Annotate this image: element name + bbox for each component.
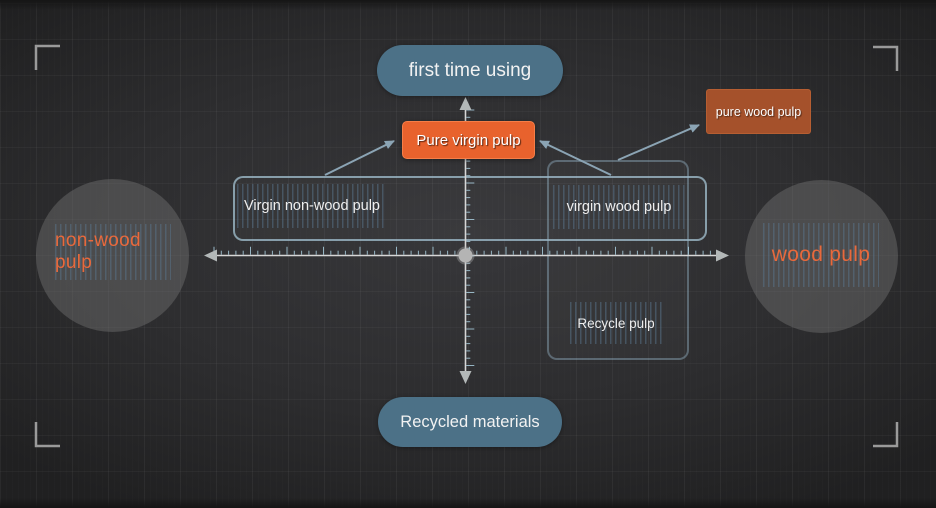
crop-mark-bottom-right	[873, 422, 899, 448]
crop-mark-top-right	[873, 45, 899, 71]
recycle-pulp-label: Recycle pulp	[577, 315, 655, 331]
axis-arrowhead-right	[716, 249, 729, 262]
non-wood-pulp-label: non-wood pulp	[55, 230, 141, 273]
virgin-wood-pulp-label: virgin wood pulp	[566, 199, 672, 215]
non-wood-pulp-highlight-band: non-wood pulp	[55, 224, 171, 280]
origin-dot-glow	[456, 246, 475, 265]
pure-virgin-pulp-label: Pure virgin pulp	[416, 131, 521, 149]
node-first-time-using[interactable]: first time using	[377, 45, 563, 96]
node-pure-wood-pulp[interactable]: pure wood pulp	[706, 89, 811, 134]
node-non-wood-pulp[interactable]: non-wood pulp	[36, 179, 189, 332]
node-pure-virgin-pulp[interactable]: Pure virgin pulp	[402, 121, 535, 159]
node-recycle-pulp[interactable]: Recycle pulp	[570, 302, 662, 344]
upper-quadrants-box[interactable]	[233, 176, 707, 241]
crop-mark-bottom-left	[34, 422, 60, 448]
wood-pulp-highlight-band: wood pulp	[763, 223, 879, 287]
wood-pulp-column-box[interactable]	[547, 160, 689, 360]
wood-pulp-label: wood pulp	[771, 243, 871, 266]
axis-arrowhead-left	[204, 249, 217, 262]
crop-mark-top-left	[34, 44, 60, 70]
node-virgin-non-wood-pulp[interactable]: Virgin non-wood pulp	[237, 184, 387, 228]
node-recycled-materials[interactable]: Recycled materials	[378, 397, 562, 447]
arrow-virgin-non-wood-to-pure-virgin	[324, 140, 395, 176]
virgin-non-wood-pulp-label: Virgin non-wood pulp	[244, 198, 380, 214]
arrow-virgin-wood-to-pure-wood	[617, 124, 700, 161]
node-wood-pulp[interactable]: wood pulp	[745, 180, 898, 333]
axis-arrowhead-down	[459, 371, 472, 384]
node-virgin-wood-pulp[interactable]: virgin wood pulp	[553, 185, 685, 229]
pure-wood-pulp-label: pure wood pulp	[715, 104, 802, 119]
recycled-materials-label: Recycled materials	[400, 412, 540, 431]
axis-arrowhead-up	[459, 97, 472, 110]
origin-dot	[458, 248, 473, 263]
first-time-using-label: first time using	[408, 59, 532, 81]
